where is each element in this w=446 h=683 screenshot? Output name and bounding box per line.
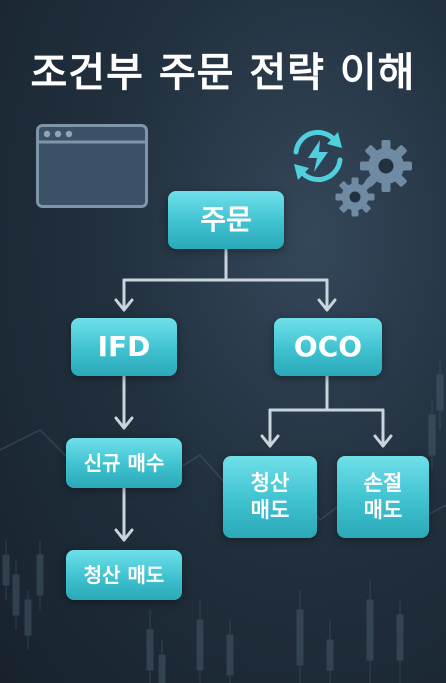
node-ifd: IFD xyxy=(71,318,177,376)
node-order: 주문 xyxy=(168,191,284,249)
node-oco-close-sell: 청산 매도 xyxy=(223,456,317,538)
page-title: 조건부 주문 전략 이해 xyxy=(30,50,416,96)
node-new-buy: 신규 매수 xyxy=(66,438,182,488)
node-oco: OCO xyxy=(274,318,382,376)
node-oco-stop-loss-sell: 손절 매도 xyxy=(337,456,429,538)
sync-lightning-icon xyxy=(293,130,343,182)
browser-window-icon xyxy=(36,124,148,208)
gear-small-icon xyxy=(335,177,375,217)
node-ifd-close-sell: 청산 매도 xyxy=(66,550,182,600)
gear-large-icon xyxy=(360,140,412,192)
